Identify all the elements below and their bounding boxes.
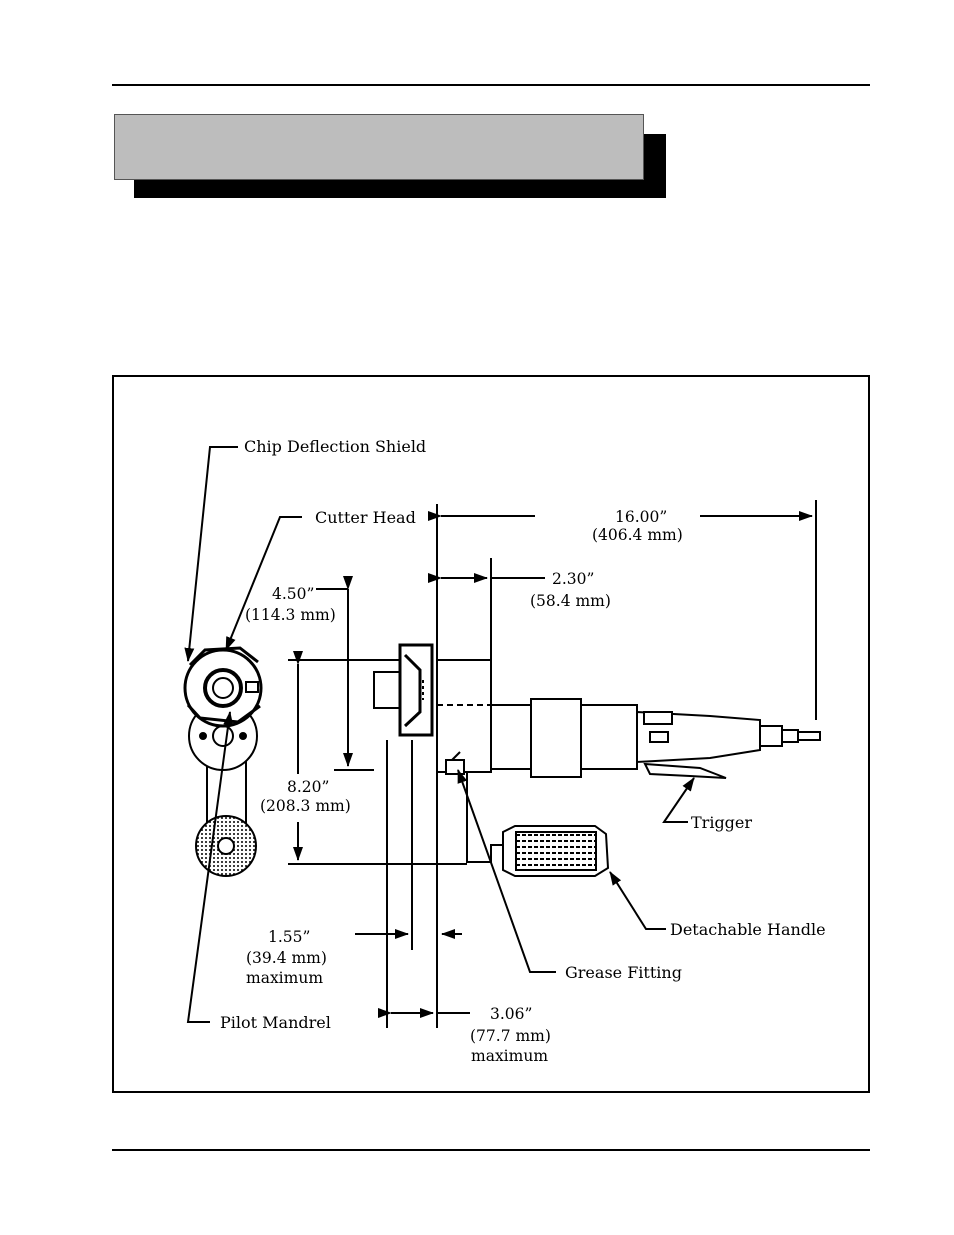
motor-housing: [490, 704, 532, 770]
dim-facing-note: maximum: [246, 969, 323, 987]
dim-reach-note: maximum: [471, 1047, 548, 1065]
label-chip-deflection-shield: Chip Deflection Shield: [244, 437, 426, 456]
dim-motor-mm: (58.4 mm): [530, 592, 611, 610]
dim-overall-mm: (406.4 mm): [592, 526, 683, 544]
footer-rule: [112, 1149, 870, 1151]
label-cutter-head: Cutter Head: [315, 508, 416, 527]
dim-facing-mm: (39.4 mm): [246, 949, 327, 967]
dim-height-mm: (208.3 mm): [260, 797, 351, 815]
dim-reach-mm: (77.7 mm): [470, 1027, 551, 1045]
title-box: [114, 114, 644, 180]
dim-reach-in: 3.06”: [490, 1005, 532, 1023]
label-trigger: Trigger: [691, 813, 752, 832]
leader-lines: [184, 446, 695, 1023]
header-rule: [112, 84, 870, 86]
label-grease-fitting: Grease Fitting: [565, 963, 682, 982]
dim-head-in: 4.50”: [272, 585, 314, 603]
dim-facing-in: 1.55”: [268, 928, 310, 946]
front-view: [183, 646, 263, 877]
trigger-lever: [643, 762, 727, 779]
dim-head-mm: (114.3 mm): [245, 606, 336, 624]
figure-frame: [112, 375, 870, 1093]
grease-fitting-part: [445, 759, 465, 775]
dim-overall-in: 16.00”: [615, 508, 667, 526]
label-detachable-handle: Detachable Handle: [670, 920, 826, 939]
side-view: [373, 504, 821, 1028]
diagram-text: Chip Deflection Shield Cutter Head Trigg…: [220, 437, 826, 1065]
air-fitting: [759, 725, 783, 747]
label-pilot-mandrel: Pilot Mandrel: [220, 1013, 331, 1032]
dim-height-in: 8.20”: [287, 778, 329, 796]
cutter-holder: [398, 643, 434, 737]
dimension-lines: [288, 500, 817, 1018]
body-flange: [436, 659, 492, 773]
dim-motor-in: 2.30”: [552, 570, 594, 588]
